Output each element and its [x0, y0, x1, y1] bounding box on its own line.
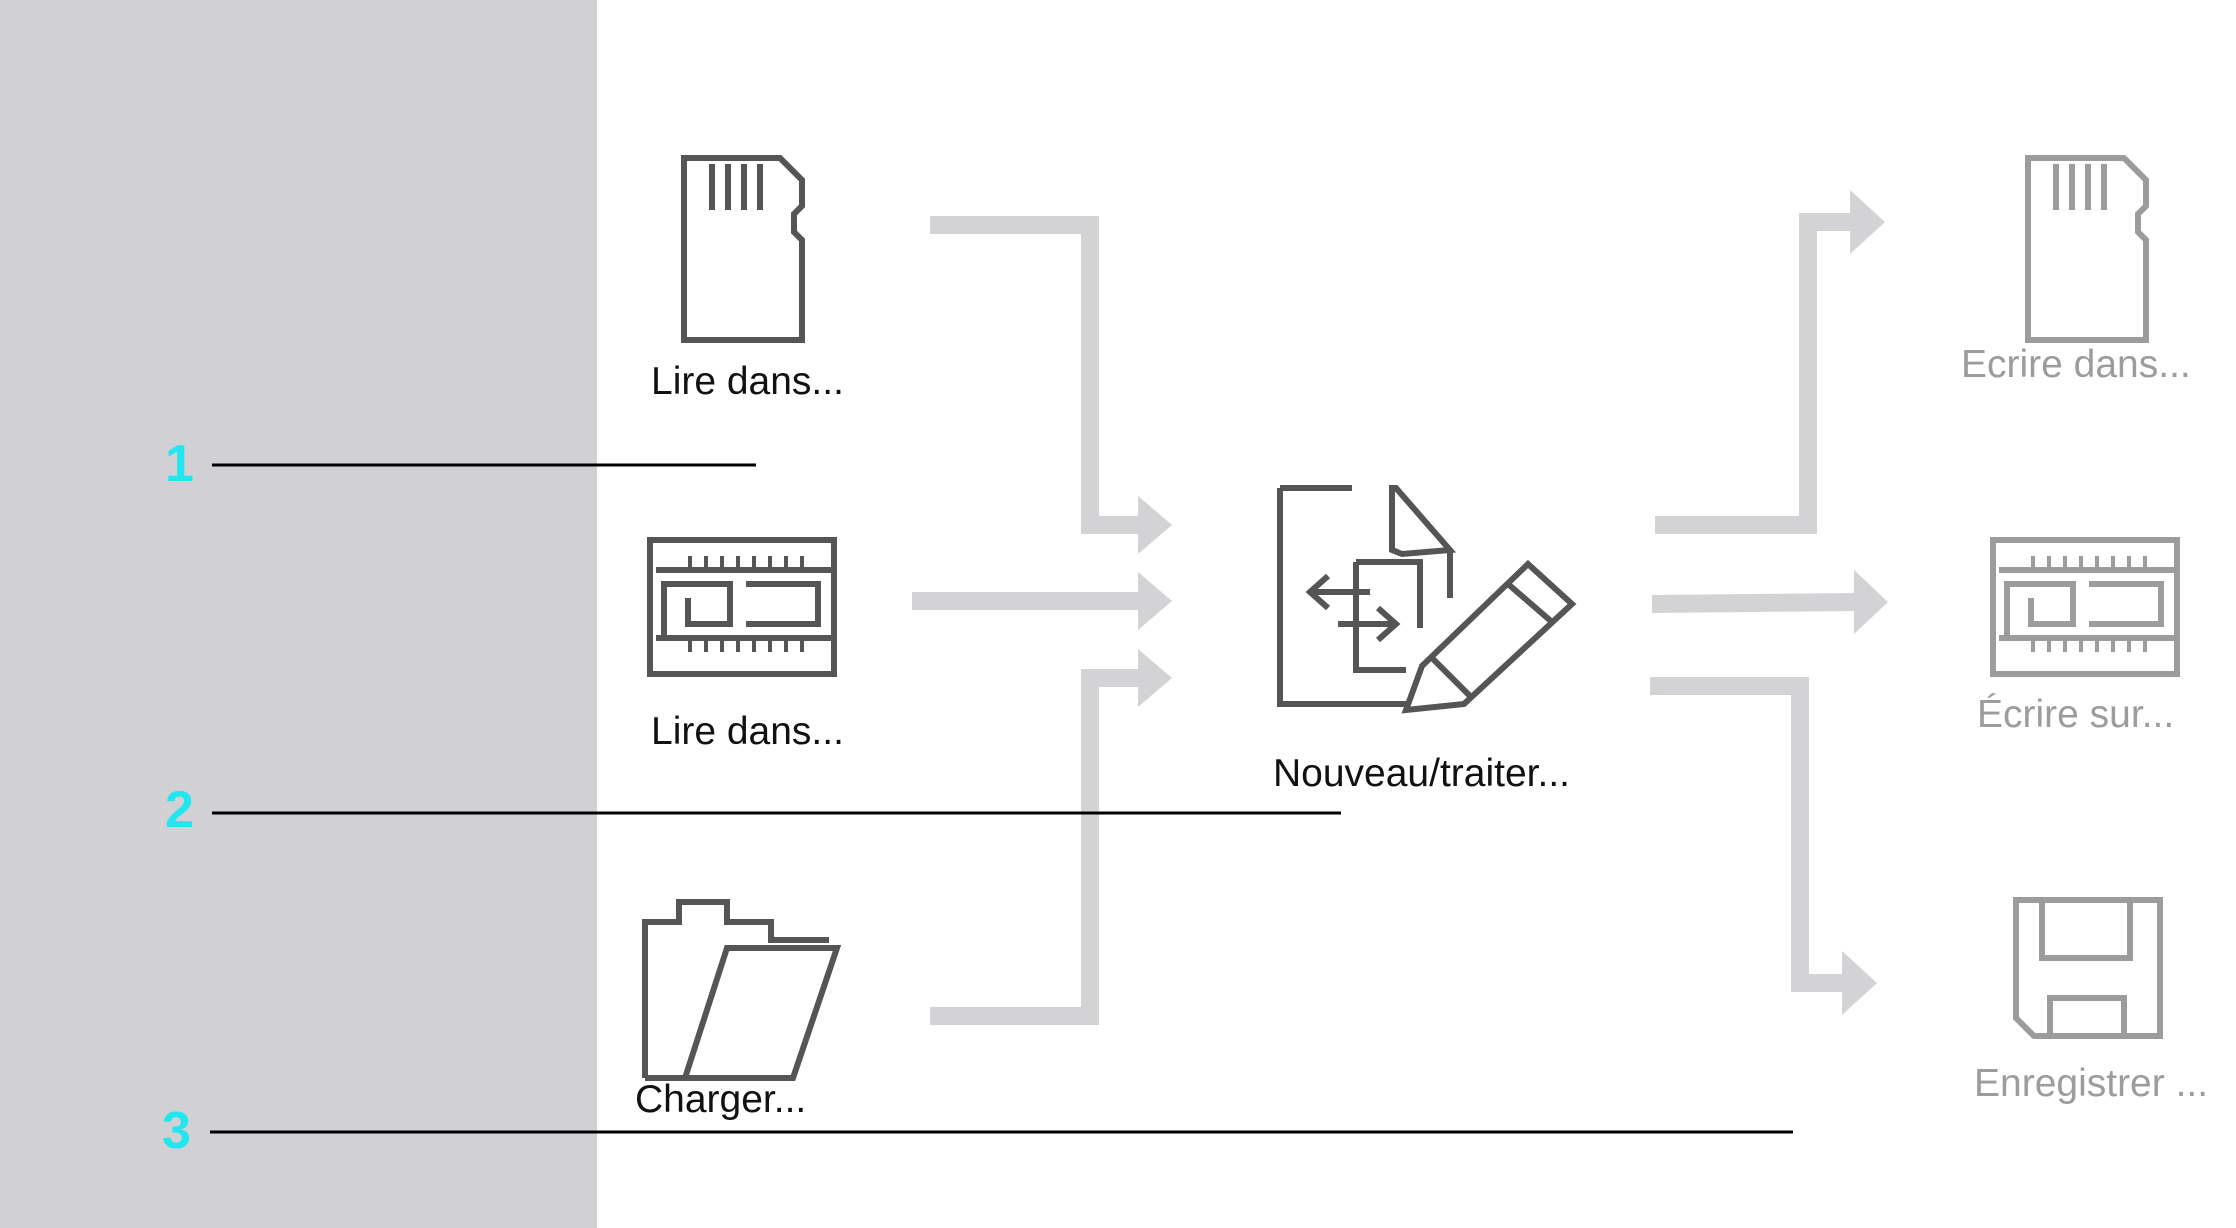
write-module-label: Écrire sur...: [1977, 693, 2175, 736]
left-panel: [0, 0, 597, 1228]
flow-arrows: [912, 190, 1888, 1025]
floppy-disk-icon[interactable]: [2013, 897, 2163, 1039]
callout-number-1: 1: [165, 435, 194, 493]
arrow-process-to-save: [1650, 677, 1877, 1015]
save-label: Enregistrer ...: [1974, 1062, 2209, 1105]
arrow-process-to-write-sd: [1655, 190, 1885, 534]
arrow-read-sd-to-process: [930, 216, 1172, 554]
callout-lines: [210, 463, 1793, 1134]
read-module-label: Lire dans...: [651, 710, 844, 753]
read-sd-label: Lire dans...: [651, 360, 844, 403]
sd-card-icon: [2025, 155, 2149, 343]
memory-module-icon[interactable]: [1990, 537, 2180, 677]
memory-module-icon[interactable]: [647, 537, 837, 677]
process-label: Nouveau/traiter...: [1273, 752, 1570, 795]
open-folder-icon[interactable]: [642, 899, 842, 1081]
edit-document-icon[interactable]: [1277, 485, 1577, 714]
callout-number-3: 3: [162, 1102, 191, 1160]
write-sd-label: Ecrire dans...: [1961, 343, 2191, 386]
callout-number-2: 2: [165, 781, 194, 839]
arrow-process-to-write-module: [1651, 570, 1888, 634]
sd-card-icon: [681, 155, 805, 343]
arrow-read-module-to-process: [912, 572, 1172, 630]
arrow-load-to-process: [930, 649, 1172, 1025]
load-label: Charger...: [635, 1078, 807, 1121]
